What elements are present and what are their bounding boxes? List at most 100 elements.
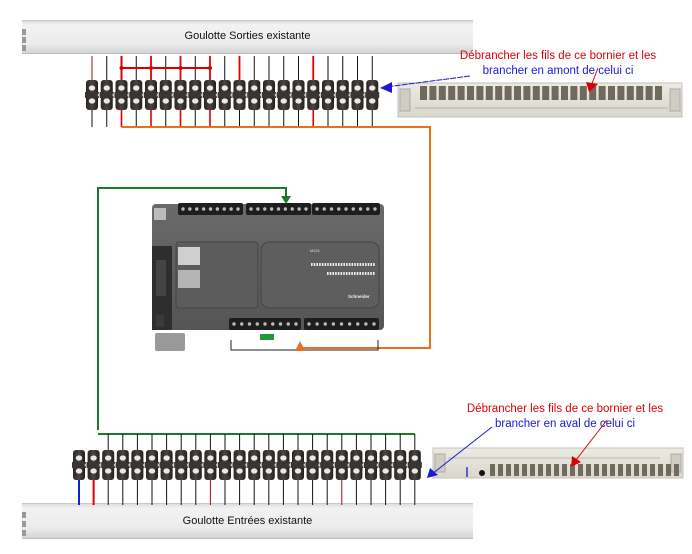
connector-screw [304,207,308,211]
connector-screw [339,322,344,326]
relay-terminal [562,464,567,476]
terminal-screw [75,468,83,474]
top-cable-duct: Goulotte Sorties existante [22,20,473,54]
connector-screw [356,322,360,326]
terminal-screw [324,455,331,461]
relay-terminal [498,464,503,476]
duct-notch [22,530,26,536]
connector-screw [297,207,301,211]
terminal [188,450,205,480]
terminal [145,450,161,480]
terminal-screw [88,85,96,91]
terminal-waist [114,92,129,98]
relay-terminal [506,464,511,476]
terminal [276,80,293,110]
connector-screw [283,207,288,211]
terminal-screw [309,468,316,474]
terminal-screw [251,468,258,474]
relay-terminal [532,86,540,100]
terminal [203,80,219,110]
terminal-waist [144,92,158,98]
input-led [365,263,367,266]
terminal-waist [101,462,116,468]
relay-terminal [617,86,625,100]
plc-brand-label: Schneider [348,294,370,299]
terminal [407,450,422,480]
connector-screw [201,207,206,211]
output-led [340,272,343,275]
terminal [217,80,234,110]
green-indicator [260,334,274,340]
bottom-blue-arrowhead [427,468,438,478]
terminal-screw [251,85,258,91]
connector-screw [331,322,336,326]
terminal-waist [276,462,291,468]
duct-notch [22,29,26,35]
terminal-screw [265,455,272,461]
connector-screw [337,207,341,211]
relay-terminal [626,86,634,100]
relay-terminal [495,86,503,100]
terminal-waist [130,462,145,468]
relay-terminal [579,86,587,100]
terminal-screw [221,98,228,104]
terminal [335,80,352,110]
terminal-screw [251,455,258,461]
terminal [232,80,249,110]
relay-terminal [610,464,615,476]
terminal [393,450,410,480]
terminal-screw [192,98,199,104]
terminal-screw [294,468,302,474]
relay-terminal [542,86,550,100]
relay-terminal [504,86,512,100]
terminal-screw [105,468,112,474]
connector-screw [263,322,267,326]
input-led [324,263,327,266]
terminal-screw [382,468,389,474]
top-red-arrowhead [586,82,598,92]
terminal-screw [148,455,156,461]
terminal-waist [306,92,321,98]
relay-terminal [602,464,607,476]
terminal-waist [232,462,247,468]
terminal [247,80,264,110]
relay-terminal [438,86,446,100]
terminal-waist [232,92,247,98]
input-led [327,263,329,266]
relay-terminal [490,464,495,476]
input-led [321,263,324,266]
terminal-screw [177,98,184,104]
strap-node [178,66,183,70]
inputs-arrowhead [281,196,291,204]
plc-bottom-connector [229,318,301,330]
terminal [232,450,249,480]
plc-bottom-connector [304,318,379,330]
terminal-waist [321,92,335,98]
strap-node [208,66,212,70]
terminal-screw [236,98,243,104]
bottom-note-line2: brancher en aval de celui ci [495,418,635,430]
usb-port [178,247,200,265]
terminal-screw [134,455,141,461]
outputs-arrowhead [295,341,305,351]
terminal-screw [294,455,302,461]
terminal-screw [192,468,199,474]
terminal [159,450,176,480]
connector-screw [269,207,274,211]
terminal-screw [411,468,418,474]
relay-terminal [522,464,527,476]
connector-screw [315,207,319,211]
connector-screw [347,322,352,326]
connector-screw [195,207,199,211]
terminal-screw [90,468,97,474]
terminal-waist [247,92,262,98]
terminal-screw [295,85,302,91]
terminal-screw [88,98,96,104]
connector-screw [247,322,252,326]
relay-terminal [594,464,599,476]
input-led [351,263,354,266]
relay-terminal [551,86,559,100]
input-led [340,263,343,266]
input-led [332,263,335,266]
